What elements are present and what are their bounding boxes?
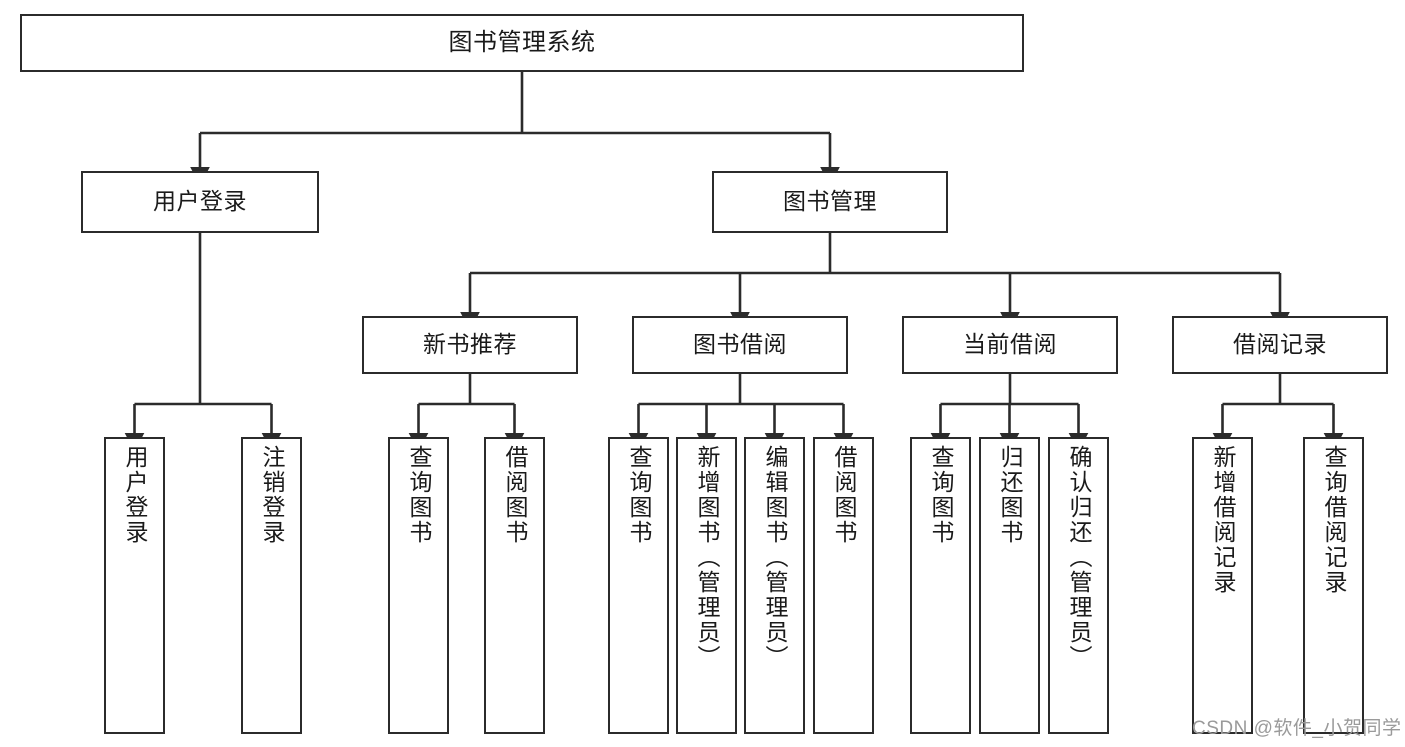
node-leaf_user_login[interactable]: 用户登录 bbox=[104, 437, 165, 734]
node-leaf_add_record[interactable]: 新增借阅记录 bbox=[1192, 437, 1253, 734]
node-label-leaf_query_book_cb: 查询图书 bbox=[928, 445, 954, 545]
node-new_book_rec[interactable]: 新书推荐 bbox=[362, 316, 578, 374]
node-leaf_add_book[interactable]: 新增图书（管理员） bbox=[676, 437, 737, 734]
csdn-watermark: CSDN @软件_小贺同学 bbox=[1192, 718, 1402, 739]
node-label-leaf_add_record: 新增借阅记录 bbox=[1210, 445, 1236, 595]
node-label-current_borrow: 当前借阅 bbox=[963, 331, 1057, 358]
node-leaf_edit_book[interactable]: 编辑图书（管理员） bbox=[744, 437, 805, 734]
node-label-new_book_rec: 新书推荐 bbox=[423, 331, 517, 358]
node-leaf_borrow_book_bb[interactable]: 借阅图书 bbox=[813, 437, 874, 734]
node-label-leaf_confirm_return: 确认归还（管理员） bbox=[1066, 445, 1092, 670]
node-label-root: 图书管理系统 bbox=[448, 28, 596, 56]
node-label-book_manage: 图书管理 bbox=[783, 188, 877, 215]
node-book_borrow[interactable]: 图书借阅 bbox=[632, 316, 848, 374]
node-leaf_borrow_book_rec[interactable]: 借阅图书 bbox=[484, 437, 545, 734]
node-book_manage[interactable]: 图书管理 bbox=[712, 171, 948, 233]
node-leaf_query_record[interactable]: 查询借阅记录 bbox=[1303, 437, 1364, 734]
node-leaf_query_book_bb[interactable]: 查询图书 bbox=[608, 437, 669, 734]
node-label-user_login: 用户登录 bbox=[153, 188, 247, 215]
node-label-leaf_borrow_book_rec: 借阅图书 bbox=[502, 445, 528, 545]
node-label-leaf_query_book_rec: 查询图书 bbox=[406, 445, 432, 545]
node-label-leaf_logout: 注销登录 bbox=[259, 445, 285, 545]
node-label-leaf_add_book: 新增图书（管理员） bbox=[694, 445, 720, 670]
node-current_borrow[interactable]: 当前借阅 bbox=[902, 316, 1118, 374]
node-label-leaf_edit_book: 编辑图书（管理员） bbox=[762, 445, 788, 670]
node-label-leaf_borrow_book_bb: 借阅图书 bbox=[831, 445, 857, 545]
node-label-borrow_record: 借阅记录 bbox=[1233, 331, 1327, 358]
node-leaf_query_book_rec[interactable]: 查询图书 bbox=[388, 437, 449, 734]
node-leaf_query_book_cb[interactable]: 查询图书 bbox=[910, 437, 971, 734]
node-borrow_record[interactable]: 借阅记录 bbox=[1172, 316, 1388, 374]
node-root[interactable]: 图书管理系统 bbox=[20, 14, 1024, 72]
node-label-leaf_query_book_bb: 查询图书 bbox=[626, 445, 652, 545]
node-leaf_logout[interactable]: 注销登录 bbox=[241, 437, 302, 734]
node-label-leaf_return_book: 归还图书 bbox=[997, 445, 1023, 545]
node-user_login[interactable]: 用户登录 bbox=[81, 171, 319, 233]
node-leaf_return_book[interactable]: 归还图书 bbox=[979, 437, 1040, 734]
node-label-book_borrow: 图书借阅 bbox=[693, 331, 787, 358]
node-leaf_confirm_return[interactable]: 确认归还（管理员） bbox=[1048, 437, 1109, 734]
node-label-leaf_user_login: 用户登录 bbox=[122, 445, 148, 545]
node-label-leaf_query_record: 查询借阅记录 bbox=[1321, 445, 1347, 595]
